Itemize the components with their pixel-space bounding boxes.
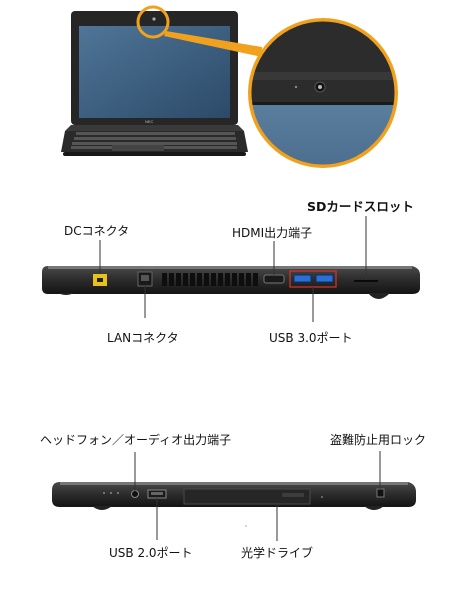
security-lock-label: 盗難防止用ロック [330, 433, 427, 447]
headphone-jack-port [131, 490, 139, 498]
hdmi-output-label: HDMI出力端子 [232, 226, 313, 240]
usb2-port [147, 489, 167, 499]
front-side-leader-lines [134, 451, 381, 541]
usb2-port-label: USB 2.0ポート [109, 546, 193, 560]
vent-grille [162, 273, 258, 286]
usb3-ports-label: USB 3.0ポート [269, 331, 353, 345]
optical-drive-label: 光学ドライブ [241, 546, 314, 560]
webcam-dot [152, 17, 156, 21]
hdmi-port [263, 274, 285, 284]
indicator-lights [103, 492, 119, 494]
security-lock-slot [376, 488, 385, 498]
lan-connector-label: LANコネクタ [107, 331, 179, 345]
laptop-front-view: NEC [61, 11, 248, 156]
webcam-lens-icon [314, 81, 326, 93]
laptop-front-side-view [52, 482, 416, 510]
dc-connector-label: DCコネクタ [64, 224, 130, 238]
headphone-jack-label: ヘッドフォン／オーディオ出力端子 [40, 433, 232, 447]
nec-logo: NEC [145, 119, 154, 124]
sd-card-slot-label: SDカードスロット [307, 199, 414, 214]
lan-connector-port [137, 271, 153, 287]
touchpad [112, 145, 164, 151]
sd-card-slot [354, 280, 378, 282]
dc-connector-port [93, 274, 107, 286]
right-side-leader-lines [99, 216, 367, 322]
optical-drive-tray [183, 488, 323, 505]
laptop-right-side-view [42, 266, 420, 299]
